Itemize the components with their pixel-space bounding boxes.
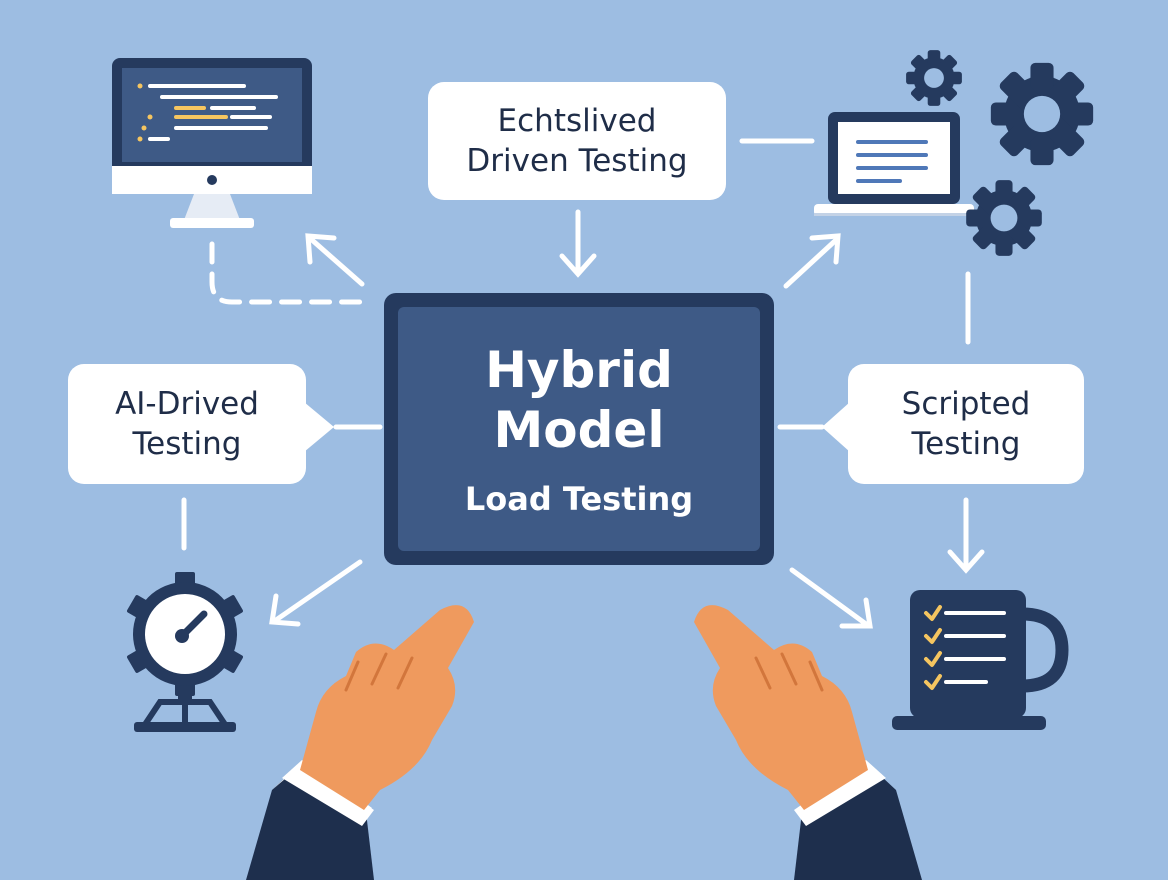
- center-node: Hybrid Model Load Testing: [384, 293, 774, 565]
- center-title: Hybrid Model: [485, 340, 673, 460]
- node-left-line2: Testing: [132, 426, 242, 462]
- center-subtitle: Load Testing: [464, 480, 694, 518]
- node-right-line1: Scripted: [901, 386, 1031, 422]
- connectors: [181, 138, 985, 629]
- center-title-line1: Hybrid: [485, 341, 673, 399]
- node-right-line2: Testing: [911, 426, 1021, 462]
- left-box-tail: [304, 402, 334, 452]
- monitor-code-icon: [112, 58, 312, 228]
- node-top-line1: Echtslived: [497, 103, 657, 139]
- pointing-hand-icon: [246, 605, 474, 880]
- stopwatch-icon: [127, 572, 243, 732]
- node-right-label: Scripted Testing: [848, 364, 1084, 484]
- node-left-label: AI-Drived Testing: [68, 364, 306, 484]
- node-top-line2: Driven Testing: [466, 143, 688, 179]
- laptop-document-icon: [814, 112, 974, 216]
- right-box-tail: [822, 402, 850, 452]
- center-title-line2: Model: [493, 401, 665, 459]
- node-left-line1: AI-Drived: [115, 386, 259, 422]
- node-top-label: Echtslived Driven Testing: [428, 82, 726, 200]
- center-node-panel: Hybrid Model Load Testing: [398, 307, 760, 551]
- pointing-hand-icon: [694, 605, 922, 880]
- checklist-mug-icon: [892, 590, 1069, 730]
